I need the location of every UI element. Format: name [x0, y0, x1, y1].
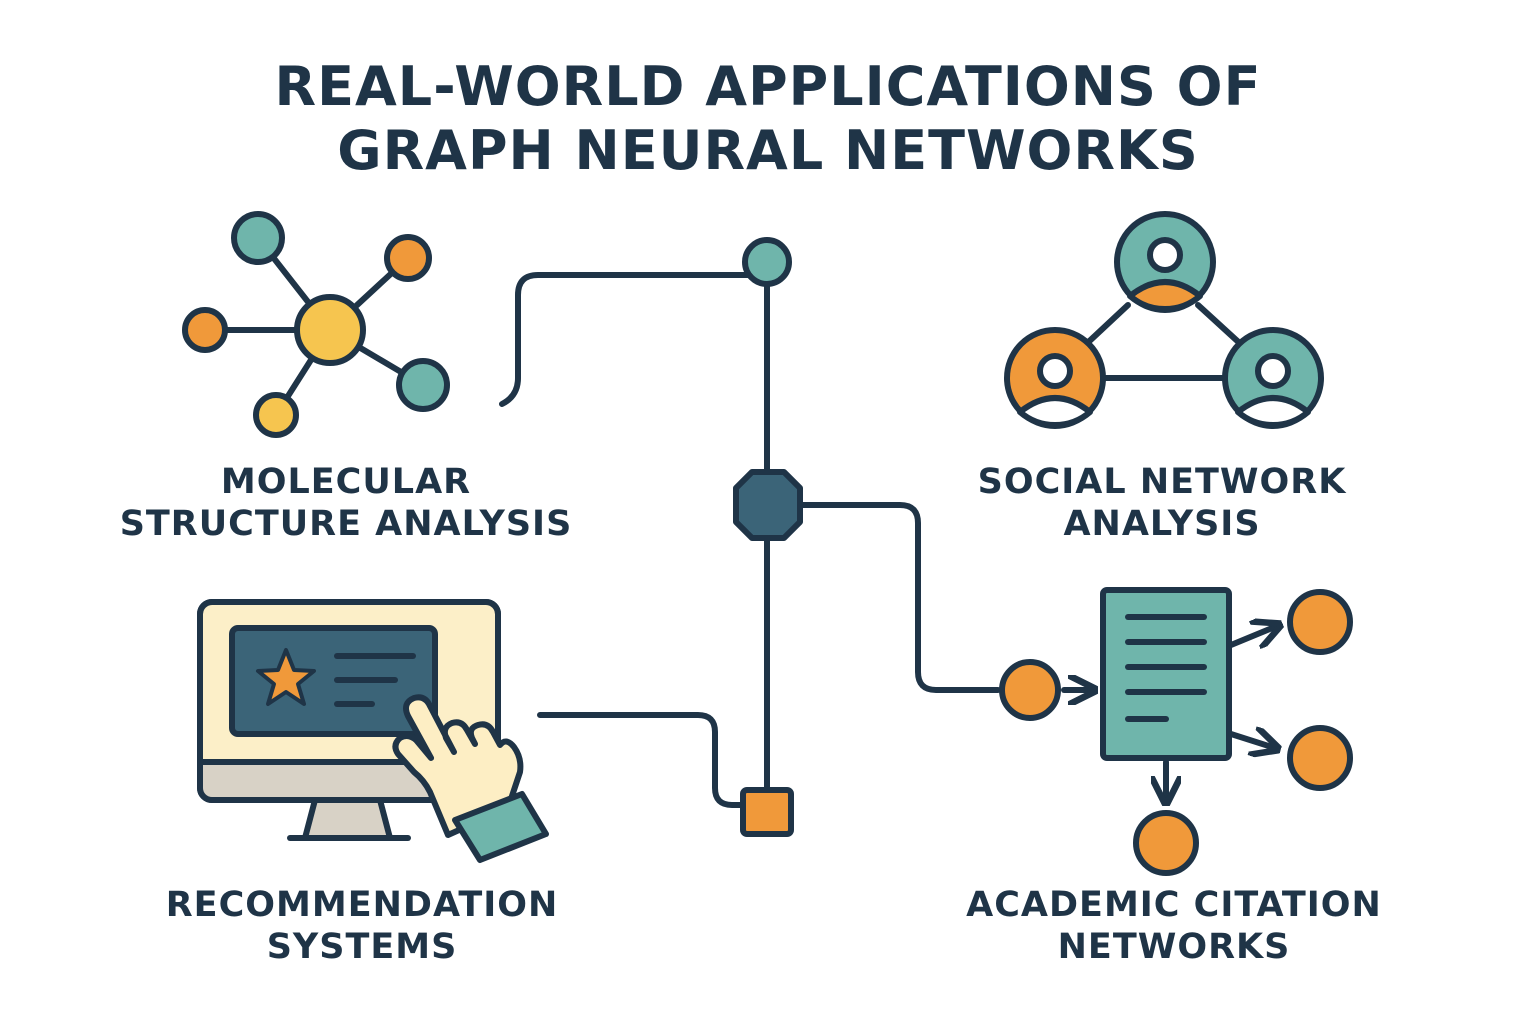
- cited-paper-node-1: [1287, 589, 1353, 655]
- label-social-line-2: ANALYSIS: [1063, 504, 1261, 544]
- central-graph: [499, 272, 1001, 808]
- label-citation: ACADEMIC CITATION NETWORKS: [924, 884, 1424, 968]
- cited-paper-node-3: [1133, 810, 1199, 876]
- title-line-2: GRAPH NEURAL NETWORKS: [337, 119, 1199, 182]
- title-line-1: REAL-WORLD APPLICATIONS OF: [274, 55, 1262, 118]
- label-recommendation: RECOMMENDATION SYSTEMS: [112, 884, 612, 968]
- molecule-icon: [182, 211, 450, 438]
- label-social-line-1: SOCIAL NETWORK: [977, 462, 1347, 502]
- avatar-top-icon: [1114, 211, 1216, 313]
- page-title: REAL-WORLD APPLICATIONS OF GRAPH NEURAL …: [0, 55, 1536, 183]
- citing-paper-node: [999, 659, 1061, 721]
- connector-molecular: [499, 272, 770, 407]
- top-node: [742, 237, 792, 287]
- star-icon: [256, 648, 316, 706]
- label-molecular: MOLECULAR STRUCTURE ANALYSIS: [96, 461, 596, 545]
- cited-paper-node-2: [1287, 725, 1353, 791]
- label-molecular-line-1: MOLECULAR: [220, 462, 472, 502]
- social-network-icon: [1004, 211, 1324, 429]
- connector-citation: [797, 502, 1001, 693]
- avatar-left-icon: [1004, 327, 1106, 429]
- label-recommendation-line-2: SYSTEMS: [266, 927, 458, 967]
- avatar-right-icon: [1222, 327, 1324, 429]
- label-citation-line-1: ACADEMIC CITATION: [966, 885, 1382, 925]
- label-social: SOCIAL NETWORK ANALYSIS: [912, 461, 1412, 545]
- label-citation-line-2: NETWORKS: [1057, 927, 1291, 967]
- label-molecular-line-2: STRUCTURE ANALYSIS: [119, 504, 573, 544]
- label-recommendation-line-1: RECOMMENDATION: [165, 885, 559, 925]
- monitor-hand-icon: [197, 599, 549, 863]
- connector-recommendation: [537, 712, 746, 808]
- document-citation-icon: [999, 587, 1353, 876]
- bottom-square-node: [740, 787, 794, 837]
- hub-node: [733, 469, 803, 541]
- pointing-hand-icon: [392, 694, 549, 863]
